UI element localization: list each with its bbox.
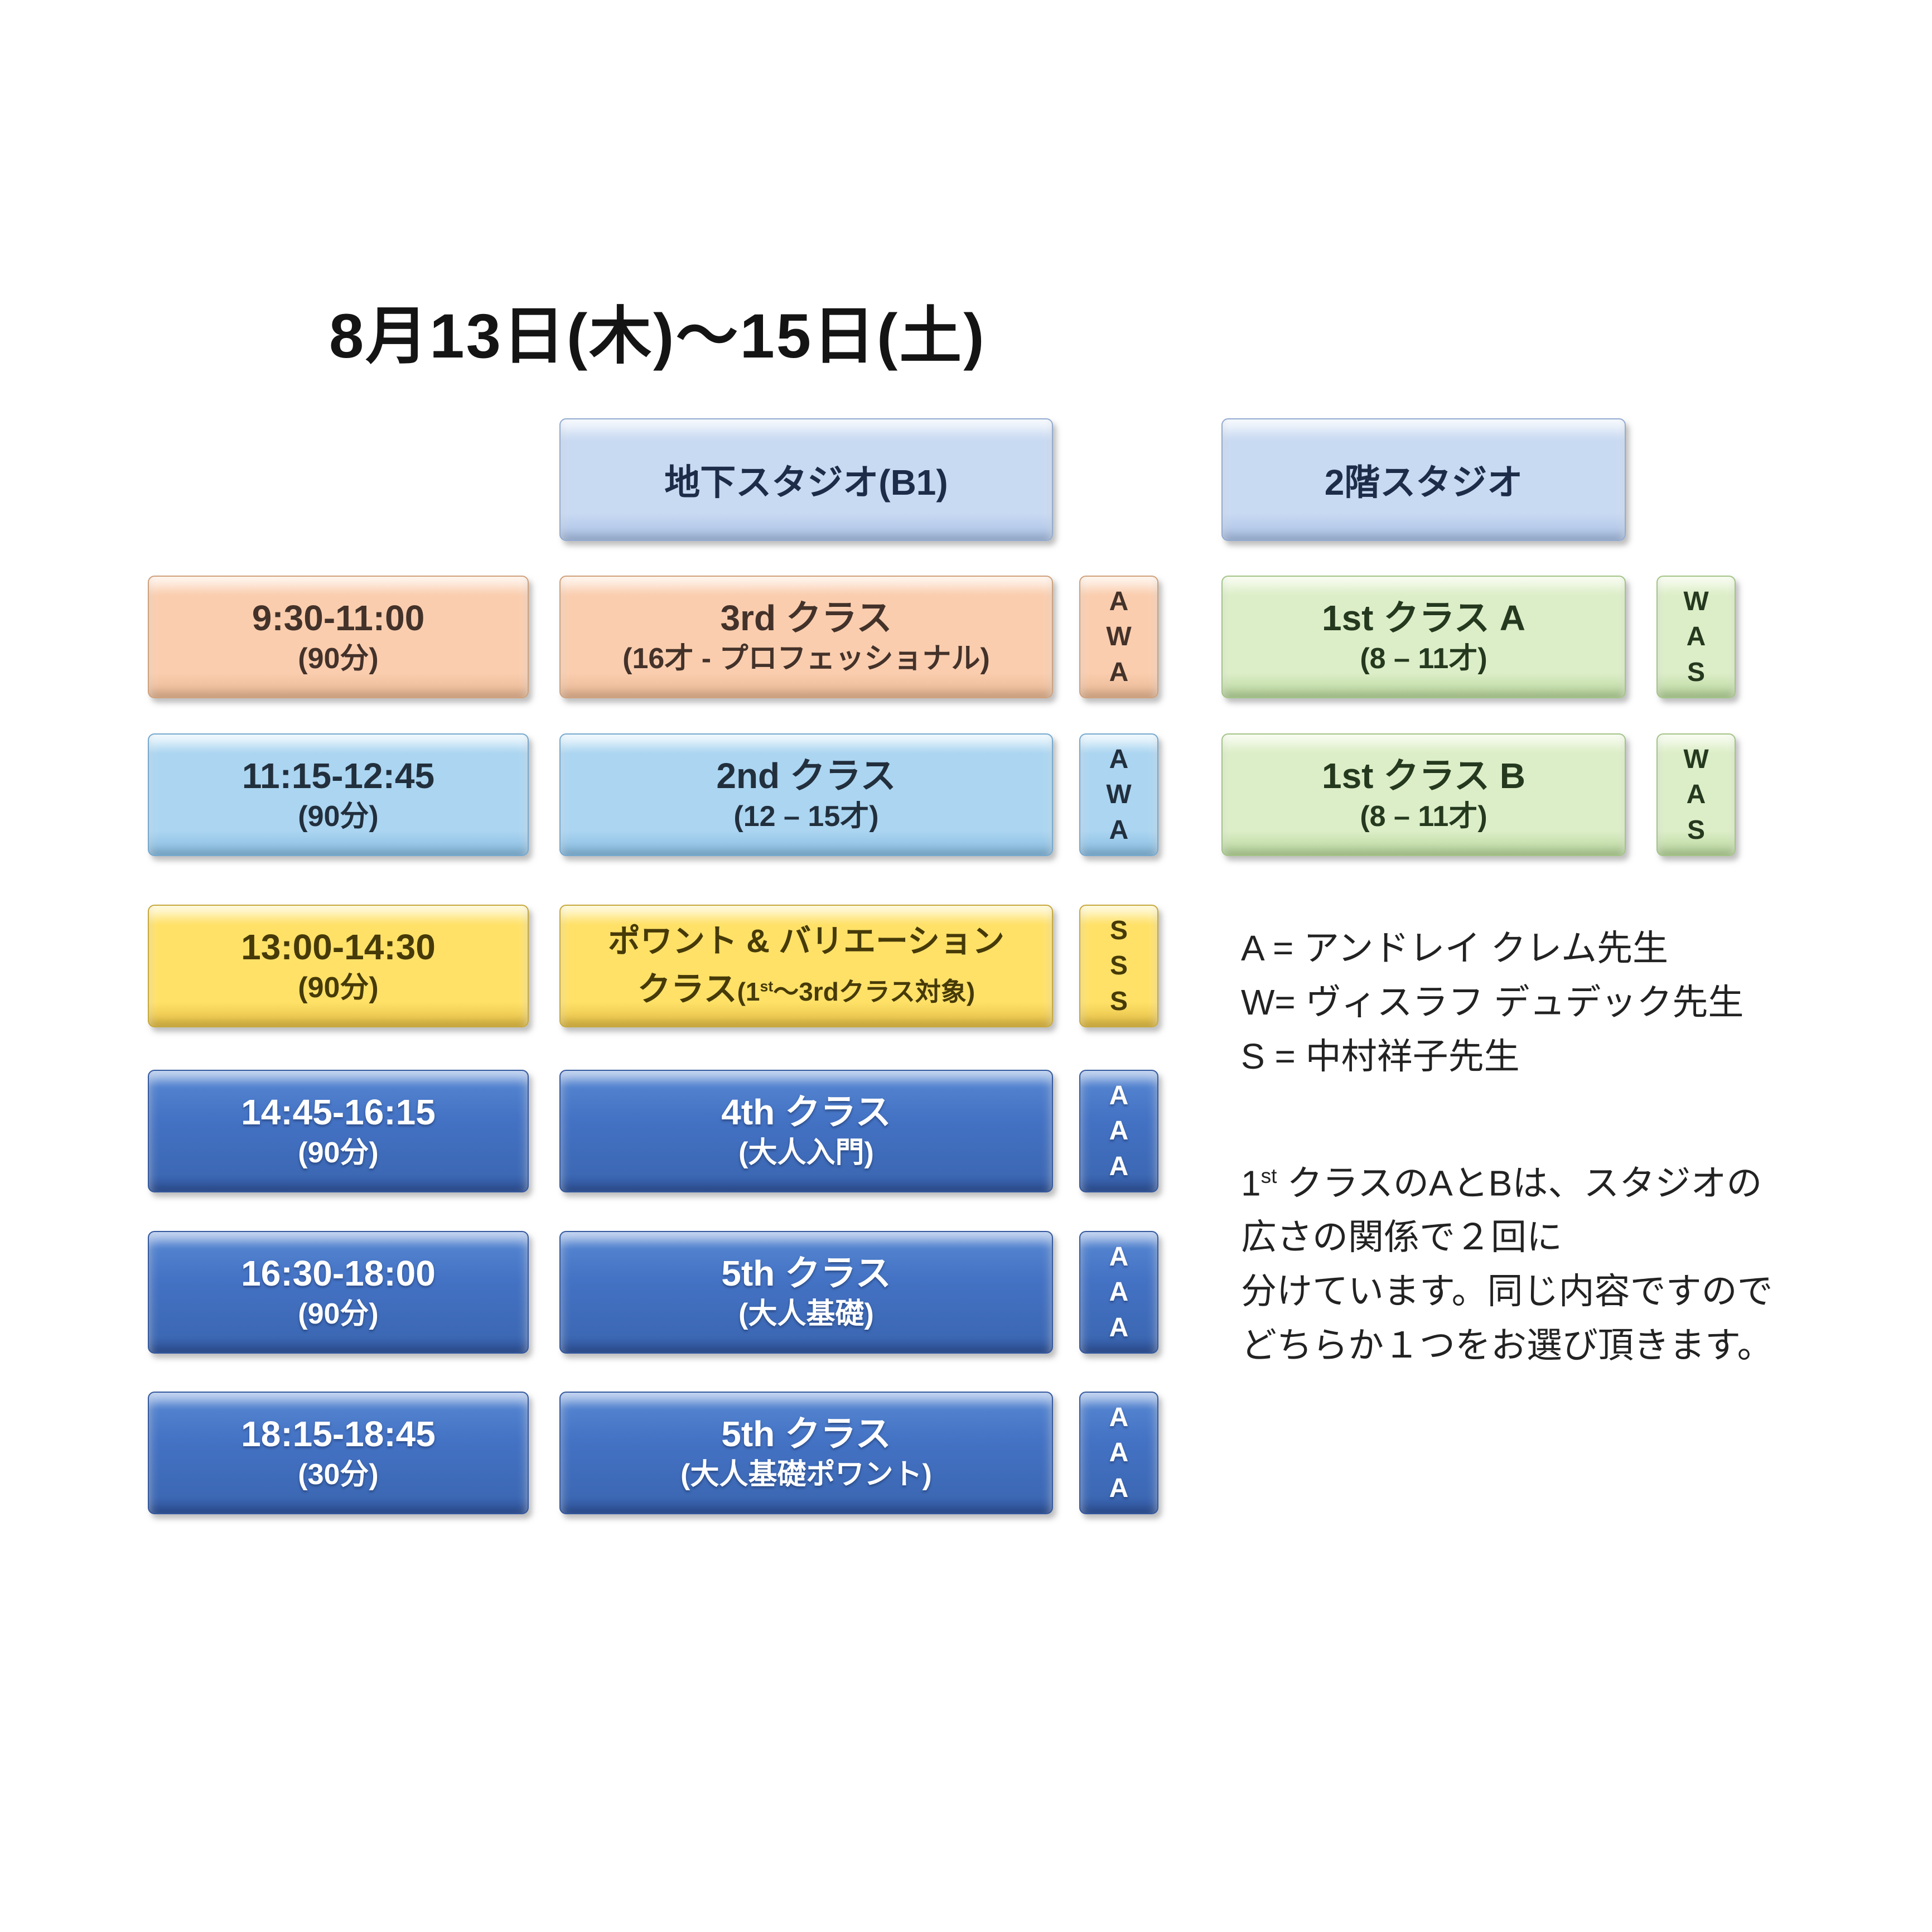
class-subtitle: (大人基礎ポワント) xyxy=(680,1458,932,1491)
schedule-row-1: 9:30-11:00 (90分) 3rd クラス (16才 - プロフェッショナ… xyxy=(0,576,1932,698)
class-title: 5th クラス xyxy=(721,1253,891,1294)
class-subtitle: (12 – 15才) xyxy=(733,800,879,833)
schedule-row-6: 18:15-18:45 (30分) 5th クラス (大人基礎ポワント) A A… xyxy=(0,1392,1932,1514)
note-line-4: どちらか１つをお選び頂きます。 xyxy=(1241,1325,1773,1366)
note-line-2: 広さの関係で２回に xyxy=(1241,1217,1562,1258)
studio-header-b1: 地下スタジオ(B1) xyxy=(559,418,1053,541)
note-line-1-part: 1 xyxy=(1241,1163,1261,1204)
class-subtitle: (16才 - プロフェッショナル) xyxy=(622,643,990,675)
time-label: 9:30-11:00 xyxy=(252,598,425,639)
teacher-box-2f: W A S xyxy=(1656,576,1736,698)
class-box-b1: 2nd クラス (12 – 15才) xyxy=(559,733,1053,856)
teacher-box-b1: A A A xyxy=(1079,1070,1158,1192)
time-label: 18:15-18:45 xyxy=(241,1414,436,1455)
class-subtitle: (大人基礎) xyxy=(738,1298,874,1331)
class-box-b1: 5th クラス (大人基礎ポワント) xyxy=(559,1392,1053,1514)
teacher-box-2f: W A S xyxy=(1656,733,1736,856)
schedule-row-5: 16:30-18:00 (90分) 5th クラス (大人基礎) A A A xyxy=(0,1231,1932,1354)
class-subtitle-part: (1 xyxy=(737,977,760,1006)
class-subtitle-part: ～3rdクラス対象) xyxy=(773,977,975,1006)
studio-header-2f-label: 2階スタジオ xyxy=(1324,462,1523,503)
class-box-2f: 1st クラス A (8 – 11才) xyxy=(1221,576,1626,698)
schedule-row-4: 14:45-16:15 (90分) 4th クラス (大人入門) A A A xyxy=(0,1070,1932,1192)
teacher-legend: A = アンドレイ クレム先生 W= ヴィスラフ デュデック先生 S = 中村祥… xyxy=(1241,921,1743,1084)
duration-label: (90分) xyxy=(298,1137,379,1170)
legend-line-a: A = アンドレイ クレム先生 xyxy=(1241,928,1669,968)
class-subtitle: (8 – 11才) xyxy=(1360,800,1487,833)
teacher-letters: S S S xyxy=(1109,915,1128,1016)
class-box-b1: 4th クラス (大人入門) xyxy=(559,1070,1053,1192)
time-box: 9:30-11:00 (90分) xyxy=(148,576,529,698)
note-text: 1st クラスのAとBは、スタジオの 広さの関係で２回に 分けています。同じ内容… xyxy=(1241,1149,1932,1373)
time-label: 16:30-18:00 xyxy=(241,1253,436,1294)
teacher-box-b1: A A A xyxy=(1079,1231,1158,1354)
time-label: 11:15-12:45 xyxy=(241,756,435,796)
studio-header-b1-label: 地下スタジオ(B1) xyxy=(664,462,948,503)
class-title: 1st クラス B xyxy=(1321,756,1525,796)
legend-line-s: S = 中村祥子先生 xyxy=(1241,1036,1520,1076)
note-line-1: 1st クラスのAとBは、スタジオの xyxy=(1241,1149,1932,1210)
time-label: 14:45-16:15 xyxy=(241,1092,436,1133)
note-line-3: 分けています。同じ内容ですので xyxy=(1241,1271,1773,1312)
time-box: 16:30-18:00 (90分) xyxy=(148,1231,529,1354)
time-box: 14:45-16:15 (90分) xyxy=(148,1070,529,1192)
class-title: 2nd クラス xyxy=(716,756,896,796)
teacher-letters: A W A xyxy=(1106,586,1132,687)
teacher-letters: W A S xyxy=(1683,586,1709,687)
teacher-letters: A A A xyxy=(1109,1080,1129,1181)
class-title-line2: クラス(1st～3rdクラス対象) xyxy=(637,962,975,1011)
schedule-row-3: 13:00-14:30 (90分) ポワント & バリエーション クラス(1st… xyxy=(0,905,1932,1027)
class-subtitle: (8 – 11才) xyxy=(1360,643,1487,675)
class-box-b1: 5th クラス (大人基礎) xyxy=(559,1231,1053,1354)
class-subtitle: (大人入門) xyxy=(738,1137,874,1170)
time-box: 13:00-14:30 (90分) xyxy=(148,905,529,1027)
studio-header-row: 地下スタジオ(B1) 2階スタジオ xyxy=(0,418,1932,541)
teacher-box-b1: A A A xyxy=(1079,1392,1158,1514)
class-subtitle-sup: st xyxy=(760,978,774,995)
class-title: 4th クラス xyxy=(721,1092,891,1133)
class-box-b1: 3rd クラス (16才 - プロフェッショナル) xyxy=(559,576,1053,698)
page-title: 8月13日(木)～15日(土) xyxy=(329,301,986,371)
teacher-letters: A A A xyxy=(1109,1242,1129,1342)
teacher-letters: A A A xyxy=(1109,1402,1129,1503)
class-title: ポワント & バリエーション xyxy=(608,923,1004,960)
note-line-1-part: クラスのAとBは、スタジオの xyxy=(1277,1163,1762,1204)
teacher-box-b1: A W A xyxy=(1079,576,1158,698)
teacher-letters: A W A xyxy=(1106,744,1132,845)
duration-label: (90分) xyxy=(298,800,379,833)
class-title-line2-main: クラス xyxy=(637,970,737,1008)
time-label: 13:00-14:30 xyxy=(241,927,436,968)
class-box-b1: ポワント & バリエーション クラス(1st～3rdクラス対象) xyxy=(559,905,1053,1027)
class-title: 3rd クラス xyxy=(720,598,892,639)
studio-header-2f: 2階スタジオ xyxy=(1221,418,1626,541)
duration-label: (90分) xyxy=(298,1298,379,1331)
schedule-row-2: 11:15-12:45 (90分) 2nd クラス (12 – 15才) A W… xyxy=(0,733,1932,856)
class-title: 1st クラス A xyxy=(1321,598,1525,639)
teacher-box-b1: S S S xyxy=(1079,905,1158,1027)
time-box: 18:15-18:45 (30分) xyxy=(148,1392,529,1514)
legend-line-w: W= ヴィスラフ デュデック先生 xyxy=(1241,982,1744,1022)
time-box: 11:15-12:45 (90分) xyxy=(148,733,529,856)
teacher-letters: W A S xyxy=(1683,744,1709,845)
duration-label: (90分) xyxy=(298,972,379,1004)
duration-label: (30分) xyxy=(298,1458,379,1491)
note-line-1-sup: st xyxy=(1260,1164,1277,1187)
teacher-box-b1: A W A xyxy=(1079,733,1158,856)
class-box-2f: 1st クラス B (8 – 11才) xyxy=(1221,733,1626,856)
class-title: 5th クラス xyxy=(721,1414,891,1455)
duration-label: (90分) xyxy=(298,643,379,675)
